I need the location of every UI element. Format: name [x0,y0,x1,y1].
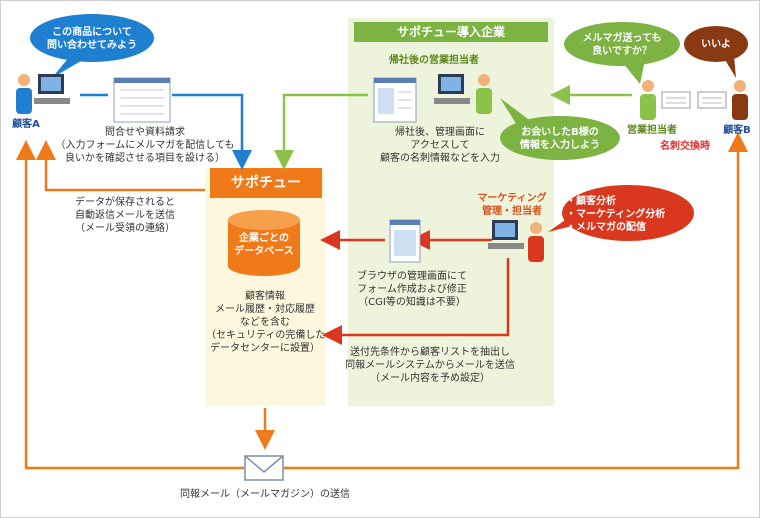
form-edit-note: ブラウザの管理画面にてフォーム作成および修正（CGI等の知識は不要） [357,271,467,308]
person-icon [16,74,32,114]
customer-a-label: 顧客A [12,119,40,130]
bubble-sales-back [500,98,620,160]
form-document-icon [389,219,421,263]
bubble-customer-a [30,14,154,78]
bubble-sales-rep [564,22,680,84]
autoreply-arrow [36,140,205,192]
person-icon [476,74,492,114]
bubble-marketing [548,185,694,241]
person-icon [528,222,544,262]
send-arrow [322,258,510,345]
mail-to-a-arrow [16,140,244,470]
bubble-sales-rep-text: メルマガ送っても良いですか？ [582,33,662,57]
card-exchange-label: 名刺交換時 [660,141,710,152]
form-document-icon [113,77,171,123]
envelope-icon [244,455,284,481]
customer-info-note: 顧客情報メール履歴・対応履歴などを含む （セキュリティの完備したデータセンターに… [206,291,326,354]
sales-input-arrow [274,93,368,170]
person-icon [640,80,656,120]
inquiry-arrow [80,93,242,160]
inquiry-note: 問合せや資料請求（入力フォームにメルマガを配信しても良いかを確認させる項目を設け… [55,127,235,164]
database-label: 企業ごとのデータベース [234,233,294,257]
customer-b-label: 顧客B [723,125,751,136]
computer-icon [434,74,470,104]
computer-icon [34,74,70,104]
mail-to-b-arrow [284,132,748,470]
bubble-marketing-text: ・顧客分析・マーケティング分析・メルマガの配信 [566,195,666,233]
business-card-icon [661,91,727,109]
bubble-customer-b [684,26,748,78]
bubble-customer-a-text: この商品について問い合わせてみよう [47,27,137,51]
sales-back-label: 帰社後の営業担当者 [389,55,479,66]
service-title: サポチュー [210,168,322,198]
form-document-icon [373,77,417,123]
sales-rep-label: 営業担当者 [627,125,677,136]
bubble-sales-back-text: お会いしたB様の情報を入力しよう [520,127,600,151]
broadcast-note: 同報メール（メールマガジン）の送信 [180,489,350,500]
send-note: 送付先条件から顧客リストを抽出し同報メールシステムからメールを送信（メール内容を… [345,347,515,384]
computer-icon [488,220,524,249]
database-icon [228,210,300,276]
person-icon [732,80,748,120]
sales-input-note: 帰社後、管理画面にアクセスして顧客の名刺情報などを入力 [380,127,500,164]
marketing-label: マーケティング管理・担当者 [477,193,547,217]
bubble-customer-b-text: いいよ [701,38,731,50]
service-panel [205,170,325,406]
autoreply-note: データが保存されると自動返信メールを送信（メール受領の連絡） [75,197,175,234]
company-panel-title: サポチュー導入企業 [354,22,548,42]
